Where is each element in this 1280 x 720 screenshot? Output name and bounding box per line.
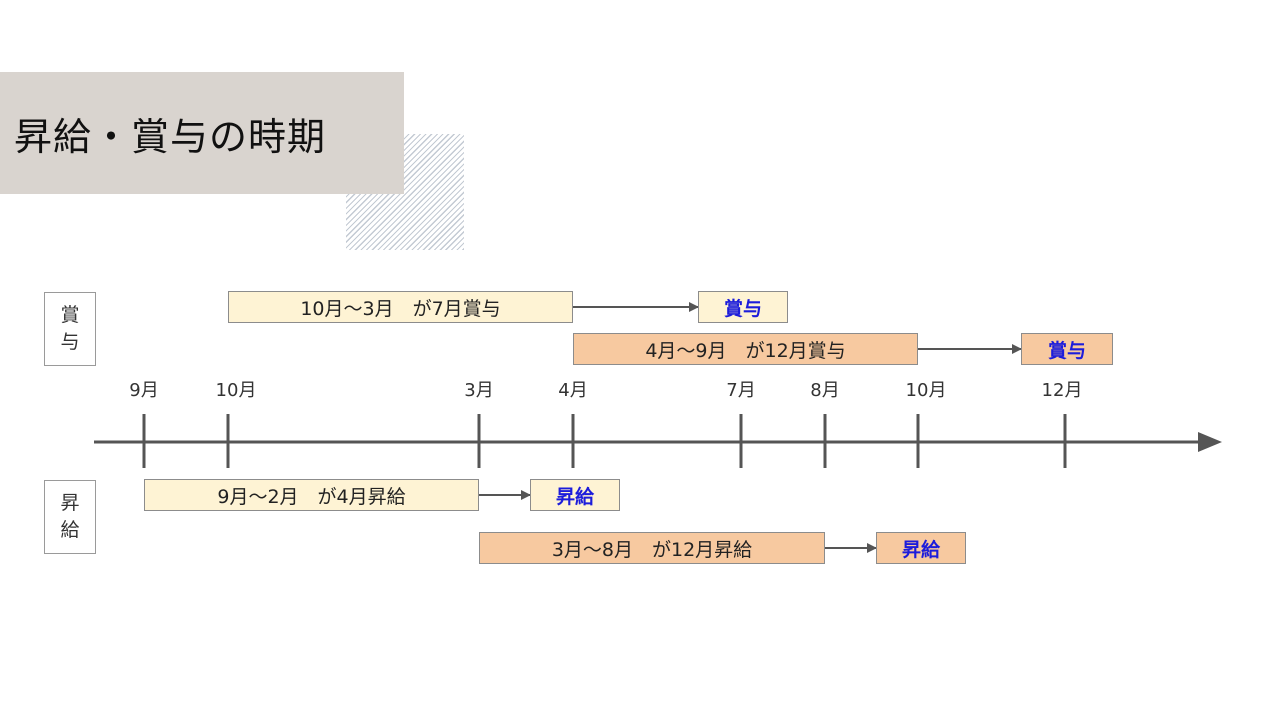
bonus-period-box-1: 10月～3月 が7月賞与 bbox=[228, 291, 573, 323]
month-label: 12月 bbox=[1041, 380, 1083, 401]
month-label: 9月 bbox=[129, 380, 159, 401]
bonus-period-box-2: 4月～9月 が12月賞与 bbox=[573, 333, 918, 365]
raise-period-box-2: 3月～8月 が12月昇給 bbox=[479, 532, 825, 564]
month-label: 10月 bbox=[215, 380, 257, 401]
title-banner: 昇給・賞与の時期 bbox=[0, 72, 404, 194]
bonus-label-char-2: 与 bbox=[60, 331, 80, 353]
raise-label-char-1: 昇 bbox=[60, 492, 80, 514]
bonus-result-box-2: 賞与 bbox=[1021, 333, 1113, 365]
month-label: 8月 bbox=[810, 380, 840, 401]
raise-label-char-2: 給 bbox=[60, 519, 80, 541]
bonus-result-box-1: 賞与 bbox=[698, 291, 788, 323]
bonus-label-char-1: 賞 bbox=[60, 304, 80, 326]
raise-row-label: 昇 給 bbox=[44, 480, 96, 554]
raise-period-box-1: 9月～2月 が4月昇給 bbox=[144, 479, 479, 511]
month-label: 10月 bbox=[905, 380, 947, 401]
page-title: 昇給・賞与の時期 bbox=[14, 114, 327, 159]
raise-result-box-1: 昇給 bbox=[530, 479, 620, 511]
timeline-arrowhead bbox=[1198, 432, 1222, 452]
month-label: 4月 bbox=[558, 380, 588, 401]
bonus-row-label: 賞 与 bbox=[44, 292, 96, 366]
month-label: 7月 bbox=[726, 380, 756, 401]
month-label: 3月 bbox=[464, 380, 494, 401]
raise-result-box-2: 昇給 bbox=[876, 532, 966, 564]
